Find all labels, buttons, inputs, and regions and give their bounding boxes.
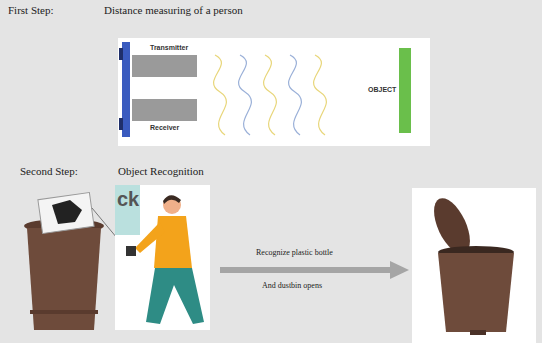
board-tab	[119, 48, 123, 60]
sensor-board	[122, 42, 130, 137]
node-label: OBJECT	[360, 86, 396, 94]
transmitter-box-shape	[132, 55, 197, 77]
node-label: Receiver	[132, 124, 179, 132]
person-panel	[115, 185, 210, 330]
arm	[135, 222, 165, 253]
trousers	[146, 268, 204, 324]
step-heading: Object Recognition	[118, 165, 204, 178]
sensor-panel	[118, 38, 430, 146]
wave	[314, 55, 327, 135]
board-tab	[119, 118, 123, 130]
paper-blob	[52, 200, 82, 224]
result-panel	[412, 188, 536, 343]
step-heading: Distance measuring of a person	[104, 4, 243, 17]
ultrasonic-waves	[214, 55, 327, 135]
arrow-head	[390, 261, 409, 279]
node-label: Transmitter	[132, 44, 188, 52]
object-bar: OBJECT	[360, 48, 411, 133]
object-bar-shape	[399, 48, 411, 133]
wave	[239, 55, 252, 135]
open-bin	[438, 253, 514, 332]
wave	[289, 55, 302, 135]
receiver-box: Receiver	[132, 99, 197, 132]
receiver-box-shape	[132, 99, 197, 121]
step-heading: First Step:	[8, 4, 54, 17]
process-arrow	[220, 267, 392, 273]
pedal	[470, 330, 486, 335]
wave	[264, 55, 277, 135]
step-heading: Second Step:	[20, 165, 78, 178]
head	[163, 196, 181, 214]
transmitter-box: Transmitter	[132, 44, 197, 77]
arrow-label: Recognize plastic bottle	[256, 248, 333, 257]
hair	[163, 195, 181, 204]
paper	[38, 193, 94, 234]
poster-stripe	[115, 185, 140, 235]
bin-rim	[30, 310, 98, 314]
arrow-label: And dustbin opens	[262, 281, 322, 290]
bottle	[126, 246, 136, 256]
wave	[214, 55, 227, 135]
closed-bin	[27, 228, 101, 330]
poster-text: ck	[117, 188, 139, 211]
